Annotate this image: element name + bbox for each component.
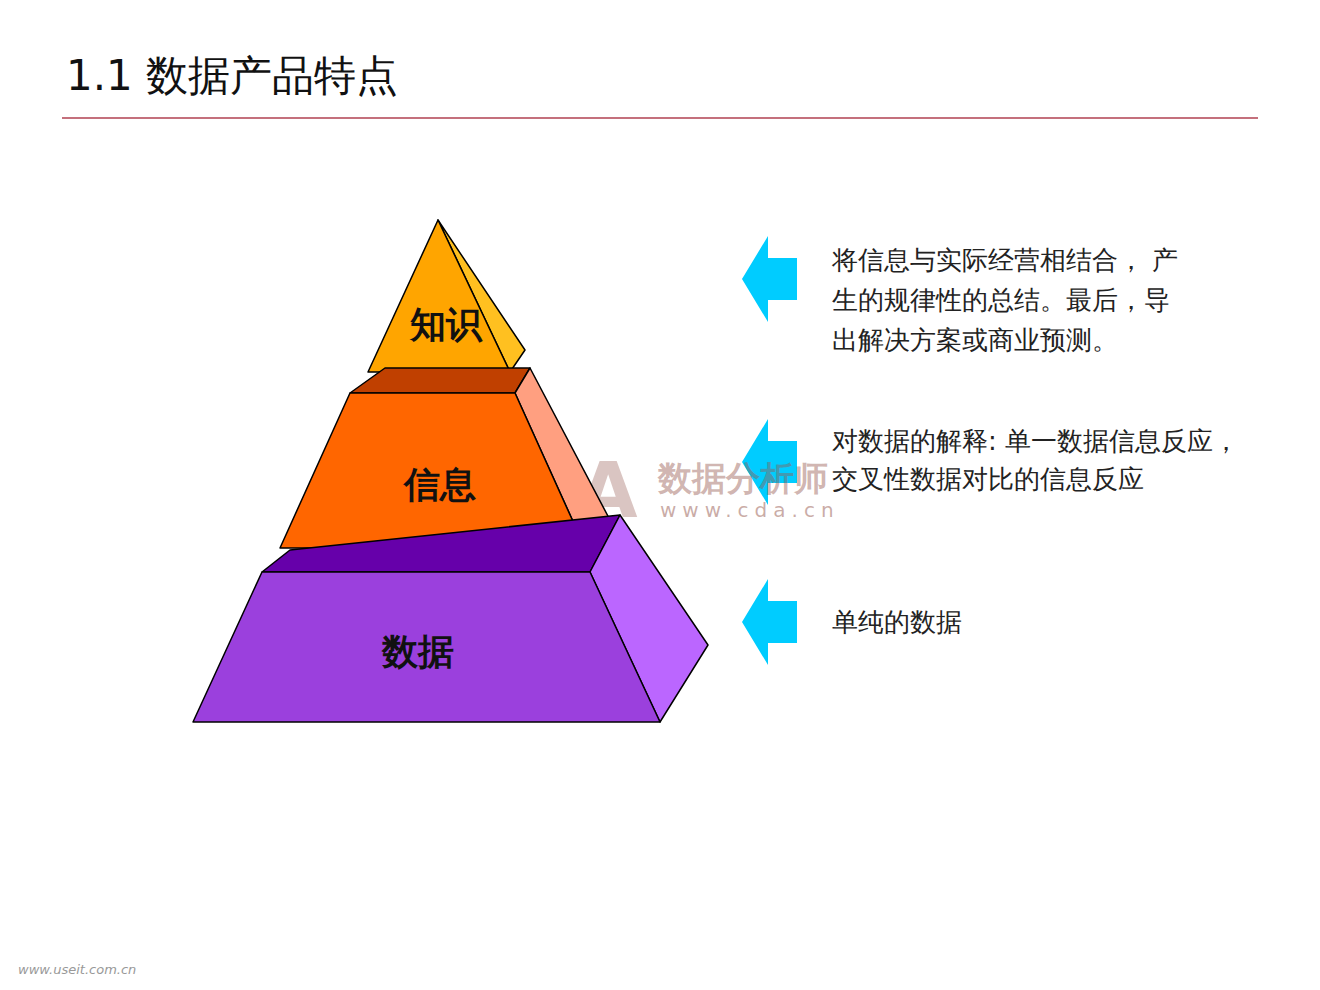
band-label: 信息: [404, 461, 476, 510]
watermark-url: www.useit.com.cn: [18, 962, 136, 977]
pointer-arrow: [742, 579, 797, 665]
band-face: [262, 515, 620, 572]
pyramid-band: 数据: [191, 513, 710, 724]
slide-title: 1.1 数据产品特点: [66, 48, 398, 104]
band-shape: [191, 513, 710, 724]
band-label: 知识: [410, 301, 482, 350]
watermark-url: www.cda.cn: [660, 498, 840, 522]
watermark-text: 数据分析师: [658, 456, 828, 502]
band-face: [350, 368, 530, 393]
level-description: 单纯的数据: [832, 602, 962, 642]
band-shape: [366, 218, 527, 374]
pointer-arrow: [742, 236, 797, 322]
level-description: 对数据的解释: 单一数据信息反应，交叉性数据对比的信息反应: [832, 422, 1252, 498]
band-label: 数据: [382, 628, 454, 677]
pyramid-band: 知识: [366, 218, 527, 374]
level-description: 将信息与实际经营相结合， 产生的规律性的总结。最后，导出解决方案或商业预测。: [832, 240, 1184, 360]
band-face: [368, 220, 510, 372]
band-face: [193, 572, 660, 722]
title-rule: [62, 117, 1258, 119]
